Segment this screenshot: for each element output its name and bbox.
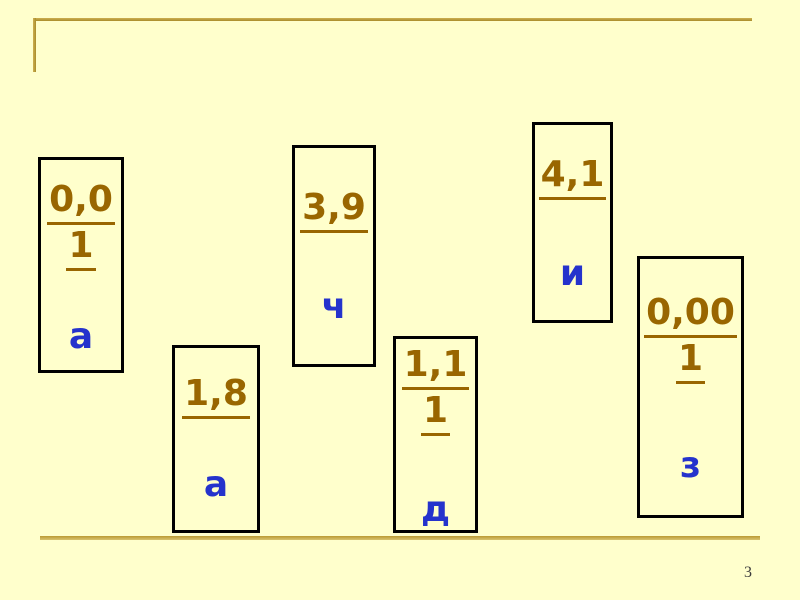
card-letter: д xyxy=(420,489,451,530)
card-0-001: 0,00 1 з xyxy=(637,256,744,518)
number-line: 1 xyxy=(675,337,706,384)
card-number: 0,00 1 xyxy=(640,291,741,384)
card-4-1: 4,1 и xyxy=(532,122,613,323)
title-placeholder-left-line xyxy=(33,18,36,72)
card-letter: ч xyxy=(321,286,347,327)
footer-line xyxy=(40,536,760,540)
card-3-9: 3,9 ч xyxy=(292,145,376,367)
title-placeholder-top-line xyxy=(33,18,752,21)
card-number: 0,0 1 xyxy=(41,178,121,271)
number-line: 1,8 xyxy=(182,372,250,419)
number-line: 4,1 xyxy=(538,153,607,200)
card-letter: а xyxy=(203,464,229,505)
card-letter: и xyxy=(559,253,586,294)
card-letter: з xyxy=(680,445,701,486)
card-number: 1,8 xyxy=(175,372,257,419)
page-number: 3 xyxy=(744,564,752,581)
card-number: 3,9 xyxy=(295,186,373,233)
number-line: 0,0 xyxy=(47,178,115,225)
card-number: 4,1 xyxy=(535,153,610,200)
number-line: 1,1 xyxy=(401,343,470,390)
card-1-11: 1,1 1 д xyxy=(393,336,478,533)
number-line: 1 xyxy=(66,224,96,271)
number-line: 0,00 xyxy=(644,291,737,338)
number-line: 3,9 xyxy=(300,186,368,233)
card-number: 1,1 1 xyxy=(396,343,475,436)
number-line: 1 xyxy=(420,389,451,436)
card-letter: а xyxy=(68,316,94,357)
card-1-8: 1,8 а xyxy=(172,345,260,533)
card-0-01: 0,0 1 а xyxy=(38,157,124,373)
